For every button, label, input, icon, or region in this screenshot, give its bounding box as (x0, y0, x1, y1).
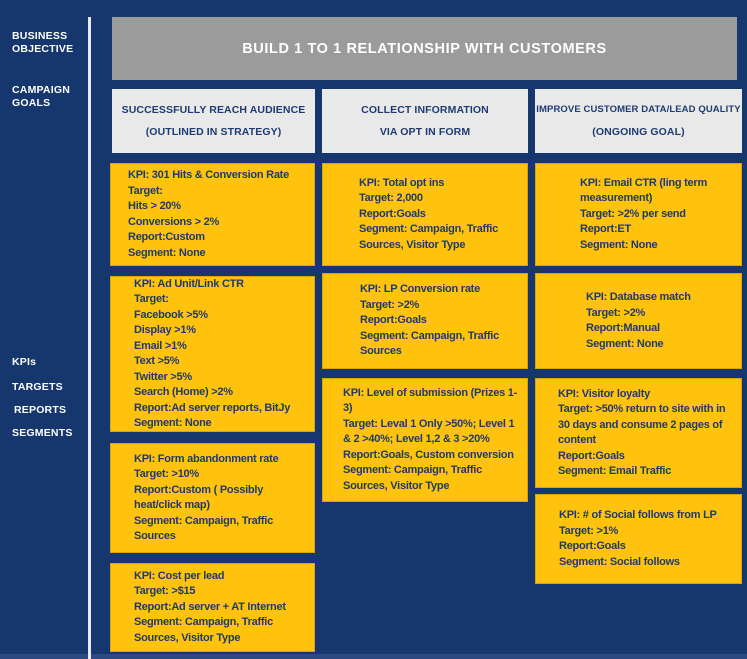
banner-title: BUILD 1 TO 1 RELATIONSHIP WITH CUSTOMERS (242, 40, 607, 57)
kpi-box-text: KPI: 301 Hits & Conversion Rate Target: … (128, 169, 289, 259)
rail-label-business-objective: BUSINESS OBJECTIVE (12, 30, 74, 55)
kpi-box-text: KPI: # of Social follows from LP Target:… (559, 509, 717, 568)
kpi-box-text: KPI: Email CTR (ling term measurement) T… (580, 176, 707, 251)
kpi-box-social-follows-from-lp: KPI: # of Social follows from LP Target:… (535, 494, 742, 584)
kpi-box-text: KPI: Visitor loyalty Target: >50% return… (558, 387, 726, 478)
kpi-box-text: KPI: Database match Target: >2% Report:M… (586, 291, 691, 350)
vertical-divider-line (88, 17, 91, 659)
column-header-line2: (OUTLINED IN STRATEGY) (145, 126, 282, 138)
rail-label-targets: TARGETS (12, 381, 63, 393)
kpi-box-email-ctr: KPI: Email CTR (ling term measurement) T… (535, 163, 742, 266)
kpi-box-ad-unit-link-ctr: KPI: Ad Unit/Link CTR Target: Facebook >… (110, 276, 315, 432)
rail-label-segments: SEGMENTS (12, 427, 73, 439)
kpi-box-cost-per-lead: KPI: Cost per lead Target: >$15 Report:A… (110, 563, 315, 652)
column-header-line1: COLLECT INFORMATION (361, 104, 489, 116)
rail-label-reports: REPORTS (14, 404, 67, 416)
kpi-box-visitor-loyalty: KPI: Visitor loyalty Target: >50% return… (535, 378, 742, 488)
kpi-box-text: KPI: Ad Unit/Link CTR Target: Facebook >… (134, 277, 291, 430)
column-header-line2: VIA OPT IN FORM (379, 126, 471, 138)
kpi-box-text: KPI: Level of submission (Prizes 1-3) Ta… (343, 386, 518, 492)
kpi-box-form-abandonment-rate: KPI: Form abandonment rate Target: >10% … (110, 443, 315, 553)
bottom-strip (0, 654, 747, 659)
column-header-reach-audience: SUCCESSFULLY REACH AUDIENCE (OUTLINED IN… (112, 89, 315, 153)
column-header-line1: IMPROVE CUSTOMER DATA/LEAD QUALITY (536, 104, 741, 115)
kpi-box-database-match: KPI: Database match Target: >2% Report:M… (535, 273, 742, 369)
kpi-box-level-of-submission: KPI: Level of submission (Prizes 1-3) Ta… (322, 378, 528, 502)
kpi-box-301-hits-conversion-rate: KPI: 301 Hits & Conversion Rate Target: … (110, 163, 315, 266)
kpi-box-text: KPI: Total opt ins Target: 2,000 Report:… (359, 176, 498, 251)
column-header-improve-data-quality: IMPROVE CUSTOMER DATA/LEAD QUALITY (ONGO… (535, 89, 742, 153)
column-header-line1: SUCCESSFULLY REACH AUDIENCE (121, 104, 306, 116)
column-header-collect-information: COLLECT INFORMATION VIA OPT IN FORM (322, 89, 528, 153)
kpi-box-lp-conversion-rate: KPI: LP Conversion rate Target: >2% Repo… (322, 273, 528, 369)
business-objective-banner: BUILD 1 TO 1 RELATIONSHIP WITH CUSTOMERS (112, 17, 737, 80)
kpi-box-text: KPI: Cost per lead Target: >$15 Report:A… (134, 569, 286, 644)
rail-label-campaign-goals: CAMPAIGN GOALS (12, 84, 70, 109)
kpi-box-total-opt-ins: KPI: Total opt ins Target: 2,000 Report:… (322, 163, 528, 266)
rail-label-kpis: KPIs (12, 356, 37, 368)
kpi-box-text: KPI: LP Conversion rate Target: >2% Repo… (360, 283, 499, 358)
column-header-line2: (ONGOING GOAL) (592, 126, 685, 138)
kpi-box-text: KPI: Form abandonment rate Target: >10% … (134, 452, 279, 543)
